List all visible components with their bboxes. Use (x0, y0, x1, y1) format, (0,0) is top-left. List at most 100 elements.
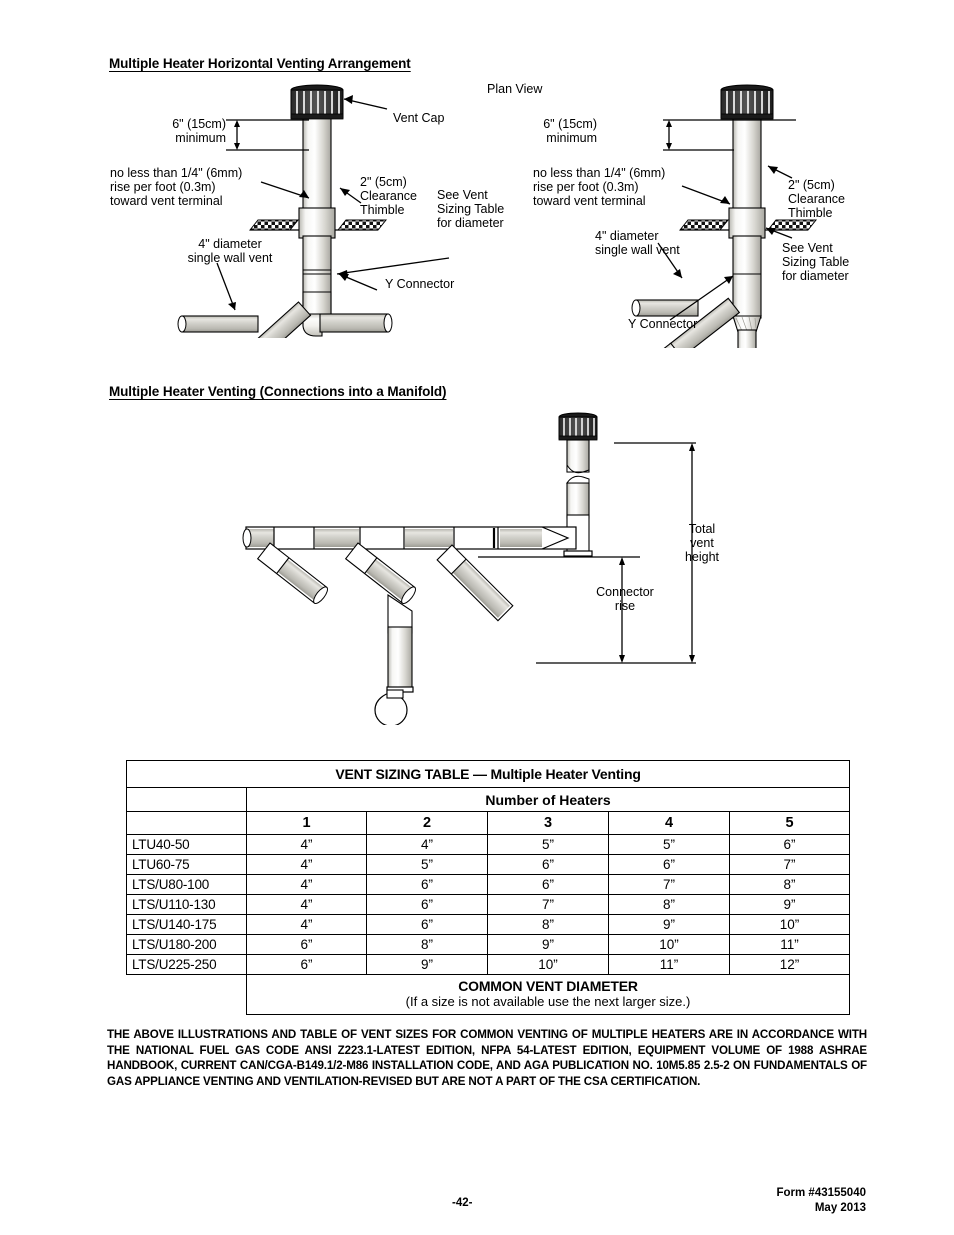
vent-sizing-table: VENT SIZING TABLE — Multiple Heater Vent… (125, 760, 851, 1015)
column-header-2: 2 (366, 811, 488, 835)
label-y-connector-right: Y Connector (628, 317, 698, 331)
model-name: LTS/U180-200 (126, 934, 247, 955)
vent-size: 4” (246, 894, 367, 915)
table-title: VENT SIZING TABLE — Multiple Heater Vent… (125, 760, 851, 788)
vent-size: 5” (366, 854, 488, 875)
vent-size: 9” (728, 894, 851, 915)
vent-size: 6” (366, 894, 488, 915)
vent-size: 8” (728, 874, 851, 895)
vent-size: 7” (608, 874, 730, 895)
y-connector-left (177, 291, 393, 338)
label-single-wall-vent-left: 4" diameter single wall vent (187, 237, 273, 266)
compliance-paragraph: THE ABOVE ILLUSTRATIONS AND TABLE OF VEN… (107, 1028, 867, 1088)
vent-size: 5” (608, 834, 730, 855)
vent-size: 6” (487, 874, 609, 895)
vent-size: 11” (728, 934, 851, 955)
table-title-row: VENT SIZING TABLE — Multiple Heater Vent… (125, 760, 851, 788)
label-total-vent-height: Total vent height (684, 522, 720, 565)
vent-size: 7” (487, 894, 609, 915)
table-row: LTS/U140-175 4” 6” 8” 9” 10” (126, 914, 851, 935)
right-diagram-annotations (657, 119, 796, 321)
vent-size: 6” (366, 874, 488, 895)
label-rise-per-foot-left: no less than 1/4" (6mm) rise per foot (0… (110, 166, 243, 209)
vent-cap-icon-right (720, 84, 774, 120)
vent-cap-icon-left (290, 84, 344, 120)
table-footer-row: COMMON VENT DIAMETER (If a size is not a… (127, 974, 851, 1015)
vent-cap-icon-manifold (558, 412, 598, 441)
table-row: LTS/U110-130 4” 6” 7” 8” 9” (126, 894, 851, 915)
vent-size: 6” (608, 854, 730, 875)
vent-size: 4” (246, 834, 367, 855)
section-heading-horizontal-venting: Multiple Heater Horizontal Venting Arran… (109, 56, 411, 71)
table-corner-blank (126, 787, 247, 812)
y-connector-right (631, 297, 762, 348)
vent-size: 9” (608, 914, 730, 935)
label-y-connector-left: Y Connector (385, 277, 455, 291)
form-number: Form #43155040 (776, 1187, 866, 1199)
vent-size: 4” (246, 854, 367, 875)
vent-size: 6” (246, 934, 367, 955)
manifold-main-run (242, 526, 577, 550)
label-rise-per-foot-right: no less than 1/4" (6mm) rise per foot (0… (533, 166, 666, 209)
vent-size: 9” (366, 954, 488, 975)
left-venting-diagram (177, 84, 393, 338)
vent-size: 5” (487, 834, 609, 855)
vent-size: 10” (487, 954, 609, 975)
table-header-blank (126, 811, 247, 835)
form-date: May 2013 (814, 1202, 866, 1214)
label-single-wall-vent-right: 4" diameter single wall vent (595, 229, 680, 258)
table-subtitle-row: Number of Heaters (126, 787, 851, 812)
table-row: LTS/U80-100 4” 6” 6” 7” 8” (126, 874, 851, 895)
plan-view-label: Plan View (487, 82, 543, 96)
label-see-vent-sizing-table-left: See Vent Sizing Table for diameter (437, 188, 505, 231)
column-header-1: 1 (246, 811, 367, 835)
model-name: LTU40-50 (126, 834, 247, 855)
label-see-vent-sizing-table-right: See Vent Sizing Table for diameter (782, 241, 850, 284)
manifold-diagram (242, 412, 696, 725)
vent-size: 8” (366, 934, 488, 955)
table-subtitle-number-of-heaters: Number of Heaters (245, 787, 851, 812)
vent-size: 12” (728, 954, 851, 975)
table-footer-blank (127, 975, 247, 1015)
label-minimum-clearance-right: 6" (15cm) minimum (543, 117, 597, 146)
label-clearance-thimble-right: 2" (5cm) Clearance Thimble (788, 178, 845, 221)
vent-size: 10” (608, 934, 730, 955)
table-row: LTS/U180-200 6” 8” 9” 10” 11” (126, 934, 851, 955)
vent-size: 11” (608, 954, 730, 975)
table-column-header-row: 1 2 3 4 5 (126, 811, 851, 835)
vent-size: 10” (728, 914, 851, 935)
section-heading-manifold-venting: Multiple Heater Venting (Connections int… (109, 384, 447, 399)
vent-size: 9” (487, 934, 609, 955)
manifold-branch-3 (374, 544, 514, 725)
manifold-branch-2 (344, 542, 416, 604)
vent-size: 4” (366, 834, 488, 855)
label-minimum-clearance-left: 6" (15cm) minimum (172, 117, 226, 146)
page-number: -42- (452, 1197, 473, 1209)
model-name: LTS/U110-130 (126, 894, 247, 915)
left-diagram-annotations (216, 95, 450, 311)
vent-size: 8” (608, 894, 730, 915)
label-clearance-thimble-left: 2" (5cm) Clearance Thimble (360, 175, 417, 218)
roof-flashing-left (248, 219, 388, 231)
model-name: LTS/U80-100 (126, 874, 247, 895)
model-name: LTS/U140-175 (126, 914, 247, 935)
vent-size: 4” (246, 874, 367, 895)
vent-size: 6” (728, 834, 851, 855)
vent-size: 7” (728, 854, 851, 875)
common-vent-diameter-note: COMMON VENT DIAMETER (If a size is not a… (245, 974, 851, 1015)
table-row: LTS/U225-250 6” 9” 10” 11” 12” (126, 954, 851, 975)
label-connector-rise: Connector rise (596, 585, 654, 614)
vent-size: 6” (246, 954, 367, 975)
column-header-4: 4 (608, 811, 730, 835)
common-vent-diameter-title: COMMON VENT DIAMETER (458, 978, 638, 994)
vent-sizing-table-wrapper: VENT SIZING TABLE — Multiple Heater Vent… (125, 760, 851, 1015)
table-row: LTU40-50 4” 4” 5” 5” 6” (126, 834, 851, 855)
vent-size: 8” (487, 914, 609, 935)
model-name: LTU60-75 (126, 854, 247, 875)
manifold-branch-1 (256, 542, 328, 604)
manifold-dimension-lines (478, 442, 696, 664)
column-header-3: 3 (487, 811, 609, 835)
table-row: LTU60-75 4” 5” 6” 6” 7” (126, 854, 851, 875)
